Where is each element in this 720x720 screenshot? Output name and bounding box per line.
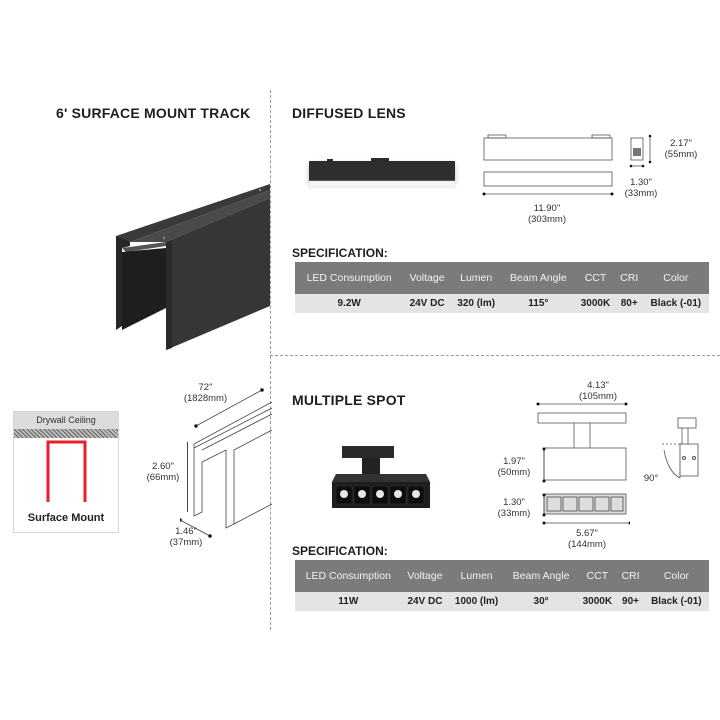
diffused-lens-line-drawing bbox=[482, 134, 614, 196]
spec-value-beam: 30° bbox=[504, 592, 578, 611]
spec-value-lumen: 1000 (lm) bbox=[448, 592, 505, 611]
spec-header-voltage: Voltage bbox=[403, 262, 451, 294]
ceiling-hatch bbox=[14, 429, 118, 438]
spec-header-lumen: Lumen bbox=[448, 560, 505, 592]
track-width-dim: 1.46" (37mm) bbox=[169, 526, 203, 548]
diffused-lens-side-drawing bbox=[629, 134, 652, 168]
drywall-ceiling-label: Drywall Ceiling bbox=[14, 412, 118, 429]
spot-side-drawing bbox=[662, 417, 699, 480]
lens-spec-table: LED Consumption Voltage Lumen Beam Angle… bbox=[295, 262, 709, 313]
spec-value-cri: 80+ bbox=[615, 294, 643, 313]
spec-header-beam: Beam Angle bbox=[501, 262, 576, 294]
spec-value-voltage: 24V DC bbox=[403, 294, 451, 313]
spec-header-voltage: Voltage bbox=[401, 560, 449, 592]
spec-header-beam: Beam Angle bbox=[504, 560, 578, 592]
track-product-image bbox=[116, 184, 270, 350]
spot-dimension-lines bbox=[542, 447, 630, 525]
surface-mount-diagram: Drywall Ceiling Surface Mount bbox=[13, 411, 119, 533]
spot-spec-label: SPECIFICATION: bbox=[292, 544, 388, 558]
spot-length-dim: 5.67" (144mm) bbox=[567, 528, 606, 550]
spec-header-cct: CCT bbox=[575, 262, 616, 294]
spec-header-color: Color bbox=[642, 262, 709, 294]
lens-height-dim: 2.17" (55mm) bbox=[664, 138, 698, 160]
vertical-divider bbox=[270, 90, 271, 630]
spec-header-led: LED Consumption bbox=[295, 560, 402, 592]
lens-spec-label: SPECIFICATION: bbox=[292, 246, 388, 260]
multiple-spot-title: MULTIPLE SPOT bbox=[292, 392, 406, 408]
spec-header-lumen: Lumen bbox=[450, 262, 502, 294]
mount-bracket-icon bbox=[46, 440, 87, 502]
spec-header-cct: CCT bbox=[577, 560, 618, 592]
track-line-drawing bbox=[180, 388, 272, 538]
multiple-spot-line-drawing bbox=[536, 402, 628, 515]
spec-header-cri: CRI bbox=[615, 262, 643, 294]
spec-header-color: Color bbox=[643, 560, 709, 592]
multiple-spot-product-image bbox=[332, 446, 430, 508]
spec-value-cct: 3000K bbox=[577, 592, 618, 611]
horizontal-divider bbox=[270, 355, 720, 356]
spot-height-dim: 1.97" (50mm) bbox=[497, 456, 531, 478]
spec-value-color: Black (-01) bbox=[642, 294, 709, 313]
lens-length-dim: 11.90" (303mm) bbox=[527, 203, 566, 225]
spec-value-voltage: 24V DC bbox=[401, 592, 449, 611]
spec-value-led: 9.2W bbox=[295, 294, 404, 313]
track-length-dim: 72" (1828mm) bbox=[183, 382, 228, 404]
spec-value-lumen: 320 (lm) bbox=[450, 294, 502, 313]
spec-value-beam: 115° bbox=[501, 294, 576, 313]
table-row: 9.2W 24V DC 320 (lm) 115° 3000K 80+ Blac… bbox=[295, 294, 709, 313]
surface-mount-label: Surface Mount bbox=[27, 512, 105, 524]
table-row: 11W 24V DC 1000 (lm) 30° 3000K 90+ Black… bbox=[295, 592, 709, 611]
spot-top-width-dim: 4.13" (105mm) bbox=[578, 380, 617, 402]
diffused-lens-product-image bbox=[308, 158, 456, 188]
track-title: 6' SURFACE MOUNT TRACK bbox=[56, 105, 251, 121]
track-height-dim: 2.60" (66mm) bbox=[146, 461, 180, 483]
spec-value-cri: 90+ bbox=[617, 592, 644, 611]
spec-value-cct: 3000K bbox=[575, 294, 616, 313]
lens-width-dim: 1.30" (33mm) bbox=[624, 177, 658, 199]
spot-depth-dim: 1.30" (33mm) bbox=[497, 497, 531, 519]
spec-header-cri: CRI bbox=[617, 560, 644, 592]
spec-header-led: LED Consumption bbox=[295, 262, 404, 294]
spec-value-led: 11W bbox=[295, 592, 402, 611]
spot-spec-table: LED Consumption Voltage Lumen Beam Angle… bbox=[295, 560, 709, 611]
diffused-lens-title: DIFFUSED LENS bbox=[292, 105, 406, 121]
spot-rotation-dim: 90° bbox=[643, 473, 659, 484]
height-dim-line bbox=[187, 442, 190, 512]
spec-value-color: Black (-01) bbox=[643, 592, 709, 611]
